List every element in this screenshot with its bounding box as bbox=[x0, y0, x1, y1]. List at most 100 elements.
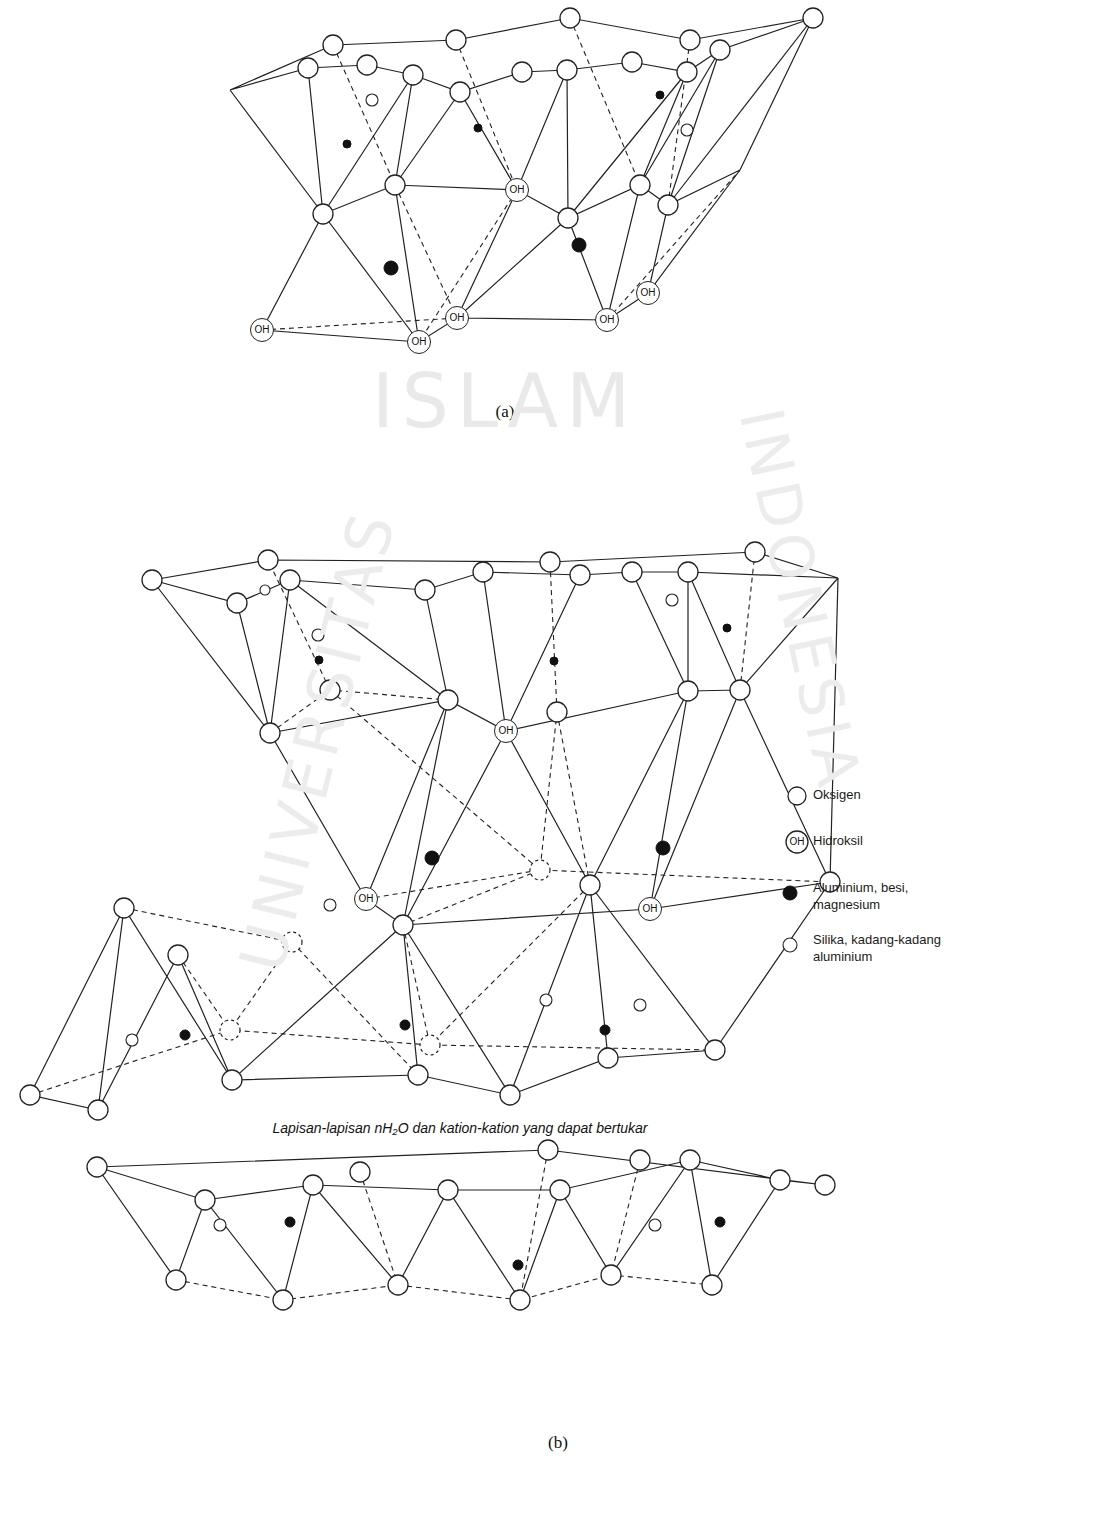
metal-atom bbox=[656, 841, 670, 855]
bond-lines bbox=[30, 552, 838, 1110]
oxygen-atom bbox=[258, 550, 278, 570]
hidden-bond-lines bbox=[30, 552, 830, 1095]
oxygen-atom bbox=[678, 681, 698, 701]
oxygen-atom bbox=[408, 1065, 428, 1085]
silicon-atom bbox=[324, 899, 336, 911]
oxygen-atom bbox=[323, 35, 343, 55]
hidden-bond-lines bbox=[176, 1150, 712, 1300]
oxygen-atom bbox=[815, 1175, 835, 1195]
oxygen-atom bbox=[550, 1180, 570, 1200]
oxygen-atom bbox=[547, 702, 567, 722]
oxygen-atom bbox=[473, 562, 493, 582]
atom-label: OH bbox=[450, 313, 465, 323]
oxygen-atom bbox=[770, 1170, 790, 1190]
atom-label: OH bbox=[499, 726, 514, 736]
legend-text: Oksigen bbox=[813, 787, 933, 804]
oxygen-atom bbox=[273, 1290, 293, 1310]
silicon-atom bbox=[260, 585, 270, 595]
atom-label: OH bbox=[600, 315, 615, 325]
metal-atom bbox=[723, 624, 731, 632]
figure-label: (b) bbox=[548, 1433, 568, 1453]
oxygen-atom bbox=[313, 204, 333, 224]
oxygen-atom bbox=[385, 175, 405, 195]
oxygen-atom bbox=[678, 562, 698, 582]
oxygen-atom bbox=[730, 680, 750, 700]
oxygen-atom bbox=[227, 593, 247, 613]
silicon-atom bbox=[214, 1219, 226, 1231]
hydroxyl-swatch bbox=[786, 831, 808, 853]
hydroxyl-atom: OH bbox=[636, 281, 660, 305]
oxygen-atom bbox=[450, 82, 470, 102]
oxygen-atom bbox=[166, 1270, 186, 1290]
atom-label: OH bbox=[359, 894, 374, 904]
metal-atom bbox=[474, 124, 482, 132]
oxygen-atom bbox=[598, 1048, 618, 1068]
oxygen-atom bbox=[557, 60, 577, 80]
oxygen-atom bbox=[803, 8, 823, 28]
hydroxyl-atom: OH bbox=[505, 178, 529, 202]
hydroxyl-atom: OH bbox=[445, 306, 469, 330]
oxygen-atom bbox=[630, 175, 650, 195]
oxygen-atom bbox=[705, 1040, 725, 1060]
silicon-atom bbox=[126, 1034, 138, 1046]
metal-atom bbox=[656, 91, 664, 99]
legend-symbol-text: OH bbox=[790, 836, 805, 848]
oxygen-atom bbox=[420, 1035, 440, 1055]
oxygen-atom bbox=[403, 65, 423, 85]
oxygen-atom bbox=[500, 1085, 520, 1105]
oxygen-atom bbox=[393, 915, 413, 935]
atom-label: OH bbox=[641, 288, 656, 298]
legend-text: Aluminium, besi, magnesium bbox=[813, 880, 925, 914]
oxygen-atom bbox=[601, 1265, 621, 1285]
oxygen-atom bbox=[710, 40, 730, 60]
oxygen-atom bbox=[510, 1290, 530, 1310]
oxygen-atom bbox=[658, 195, 678, 215]
hydroxyl-atom: OH bbox=[407, 330, 431, 354]
metal-atom bbox=[715, 1217, 725, 1227]
silicon-atom bbox=[540, 994, 552, 1006]
oxygen-atom bbox=[20, 1085, 40, 1105]
oxygen-atom bbox=[438, 690, 458, 710]
atom-label: OH bbox=[412, 337, 427, 347]
metal-atom bbox=[572, 238, 586, 252]
oxygen-atom bbox=[222, 1070, 242, 1090]
oxygen-atom bbox=[87, 1157, 107, 1177]
metal-atom bbox=[400, 1020, 410, 1030]
silicon-atom bbox=[366, 94, 378, 106]
oxygen-atom bbox=[702, 1275, 722, 1295]
metal-atom bbox=[384, 261, 398, 275]
oxygen-atom bbox=[538, 1140, 558, 1160]
watermark: UNIVERSITAS bbox=[226, 502, 410, 978]
bond-lines bbox=[97, 1150, 825, 1300]
oxygen-swatch bbox=[788, 787, 806, 805]
metal-atom bbox=[425, 851, 439, 865]
legend-text: Silika, kadang-kadang aluminium bbox=[813, 932, 961, 966]
oxygen-atom bbox=[680, 1150, 700, 1170]
metal-swatch bbox=[783, 886, 797, 900]
oxygen-atom bbox=[298, 58, 318, 78]
oxygen-atom bbox=[350, 1162, 370, 1182]
watermark: INDONESIA bbox=[726, 402, 874, 797]
oxygen-atom bbox=[570, 565, 590, 585]
oxygen-atom bbox=[388, 1275, 408, 1295]
bond-lines bbox=[230, 18, 813, 342]
silicon-atom bbox=[681, 124, 693, 136]
oxygen-atom bbox=[622, 562, 642, 582]
silicon-atom bbox=[634, 999, 646, 1011]
oxygen-atom bbox=[622, 52, 642, 72]
atom-label: OH bbox=[643, 904, 658, 914]
hydroxyl-atom: OH bbox=[638, 897, 662, 921]
hydroxyl-atom: OH bbox=[354, 887, 378, 911]
oxygen-atom bbox=[530, 860, 550, 880]
oxygen-atom bbox=[142, 570, 162, 590]
hydroxyl-atom: OH bbox=[595, 308, 619, 332]
metal-atom bbox=[600, 1025, 610, 1035]
hidden-bond-lines bbox=[262, 18, 740, 342]
oxygen-atom bbox=[114, 898, 134, 918]
atom-label: OH bbox=[510, 185, 525, 195]
legend-text: Hidroksil bbox=[813, 833, 933, 850]
metal-atom bbox=[285, 1217, 295, 1227]
oxygen-atom bbox=[630, 1150, 650, 1170]
metal-atom bbox=[343, 140, 351, 148]
